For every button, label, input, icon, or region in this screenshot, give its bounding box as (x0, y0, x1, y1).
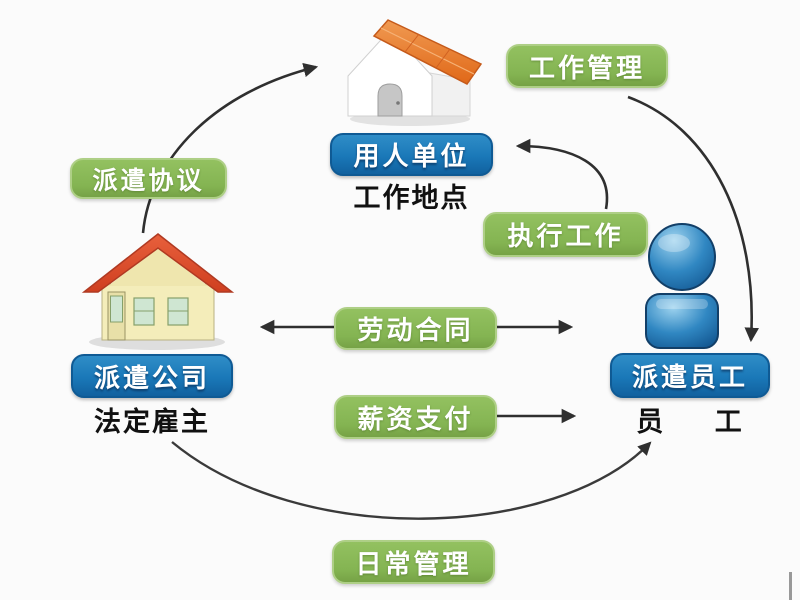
edge-daily-management-label: 日常管理 (355, 549, 472, 580)
node-dispatch-company: 派遣公司 (71, 354, 233, 398)
node-dispatched-employee: 派遣员工 (610, 353, 770, 398)
employee-person-icon (645, 223, 719, 349)
edge-work-management-label: 工作管理 (528, 53, 645, 84)
node-employing-unit-label: 用人单位 (353, 142, 470, 172)
node-dispatch-company-label: 派遣公司 (93, 363, 210, 394)
dispatch-company-subtitle: 法定雇主 (94, 407, 210, 438)
scrollbar-fragment (789, 572, 792, 600)
edge-labor-contract-label: 劳动合同 (357, 316, 474, 346)
edge-dispatch-agreement: 派遣协议 (70, 158, 227, 199)
edge-daily-management: 日常管理 (332, 540, 495, 584)
daily-management-arrow (171, 441, 652, 520)
dispatch-company-house-icon (81, 233, 235, 350)
node-dispatched-employee-label: 派遣员工 (631, 363, 748, 393)
work-management-arrow (627, 95, 760, 343)
edge-work-management: 工作管理 (506, 44, 668, 88)
dispatch-agreement-arrow (141, 62, 319, 234)
node-employing-unit: 用人单位 (330, 133, 493, 176)
dispatched-employee-subtitle: 员 工 (636, 407, 744, 438)
edge-labor-contract: 劳动合同 (334, 307, 497, 350)
employing-unit-house-icon (347, 19, 483, 126)
edge-execute-work-label: 执行工作 (507, 222, 624, 252)
employing-unit-subtitle: 工作地点 (353, 183, 470, 214)
execute-work-arrow (515, 138, 609, 210)
edge-salary-payment-label: 薪资支付 (357, 404, 474, 435)
edge-dispatch-agreement-label: 派遣协议 (92, 165, 205, 195)
edge-execute-work: 执行工作 (483, 212, 648, 257)
edge-salary-payment: 薪资支付 (334, 395, 497, 439)
